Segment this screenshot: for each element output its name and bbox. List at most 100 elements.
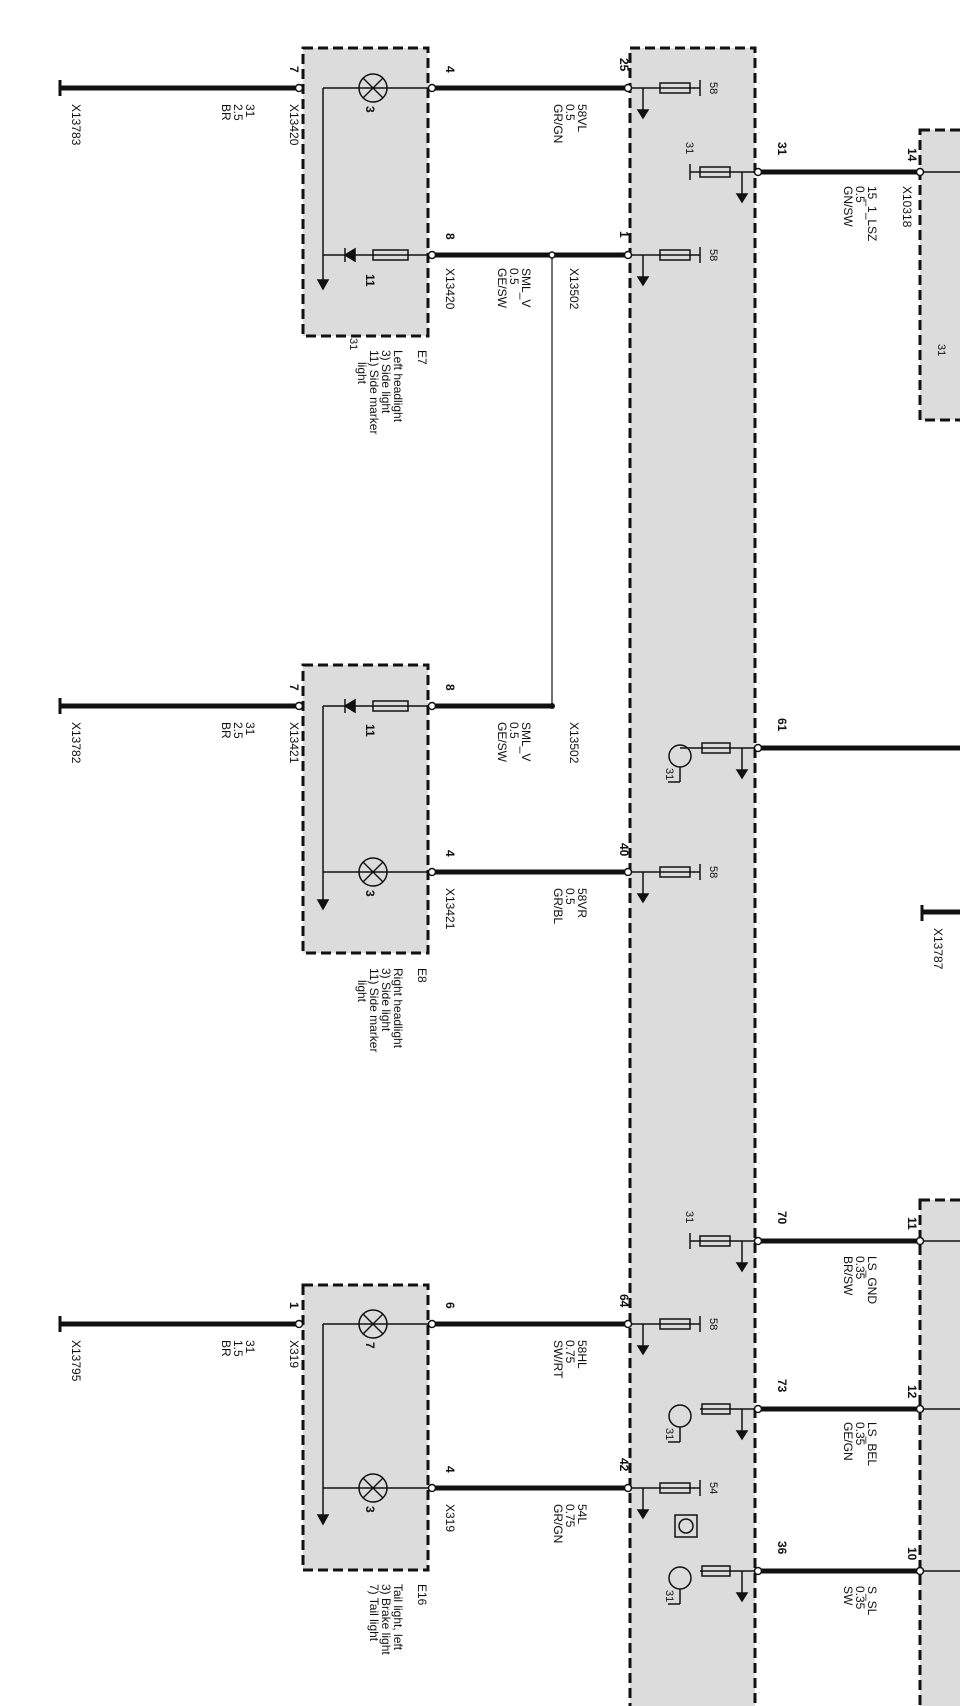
svg-text:X13420: X13420 xyxy=(443,268,457,310)
svg-text:40: 40 xyxy=(617,843,631,857)
svg-text:0.35: 0.35 xyxy=(853,1586,867,1610)
svg-text:0.75: 0.75 xyxy=(563,1340,577,1364)
svg-text:4: 4 xyxy=(443,66,457,73)
svg-text:0.35: 0.35 xyxy=(853,1256,867,1280)
svg-text:4: 4 xyxy=(443,1466,457,1473)
ground-wire-spec: 31 2.5 BR 31 2.5 BR 31 1.5 BR xyxy=(219,104,257,1357)
svg-text:X319: X319 xyxy=(443,1504,457,1532)
svg-text:SW: SW xyxy=(841,1586,855,1606)
e7-internals xyxy=(316,73,428,291)
signal-wires xyxy=(435,85,960,1574)
svg-text:0.5: 0.5 xyxy=(563,104,577,121)
e16-box xyxy=(301,1283,430,1572)
svg-text:10: 10 xyxy=(905,1547,919,1561)
svg-text:E7: E7 xyxy=(415,350,429,365)
svg-text:E8: E8 xyxy=(415,968,429,983)
svg-text:61: 61 xyxy=(775,718,789,732)
svg-text:14: 14 xyxy=(905,148,919,162)
svg-text:31: 31 xyxy=(683,1211,695,1223)
wire-specs: 58VL 0.5 GR/GN SML_V 0.5 GE/SW SML_V 0.5… xyxy=(495,104,879,1616)
svg-text:31: 31 xyxy=(935,344,947,356)
svg-text:8: 8 xyxy=(443,233,457,240)
svg-text:3: 3 xyxy=(363,1506,377,1513)
svg-text:7: 7 xyxy=(363,1342,377,1349)
svg-text:1: 1 xyxy=(617,231,631,238)
svg-text:42: 42 xyxy=(617,1458,631,1472)
svg-text:2.5: 2.5 xyxy=(231,104,245,121)
module-internals xyxy=(630,80,960,1605)
svg-text:GE/SW: GE/SW xyxy=(495,268,509,309)
e7-label: E7 Left headlight 3) Side light 11) Side… xyxy=(355,350,429,434)
svg-text:3) Side light: 3) Side light xyxy=(379,350,393,414)
svg-text:Left headlight: Left headlight xyxy=(391,350,405,423)
splice-dot xyxy=(548,251,556,259)
svg-text:GR/BL: GR/BL xyxy=(551,888,565,924)
svg-text:GE/GN: GE/GN xyxy=(841,1422,855,1461)
svg-text:Right headlight: Right headlight xyxy=(391,968,405,1049)
svg-text:31: 31 xyxy=(243,104,257,118)
svg-text:BR: BR xyxy=(219,1340,233,1357)
svg-text:S_SL: S_SL xyxy=(865,1586,879,1616)
svg-text:31: 31 xyxy=(663,1590,675,1602)
svg-text:E16: E16 xyxy=(415,1584,429,1606)
splice-dot xyxy=(549,703,555,709)
svg-text:GE/SW: GE/SW xyxy=(495,722,509,763)
svg-text:X13420: X13420 xyxy=(287,104,301,146)
svg-text:31: 31 xyxy=(663,768,675,780)
svg-text:11) Side marker: 11) Side marker xyxy=(367,350,381,434)
svg-text:31: 31 xyxy=(243,1340,257,1354)
control-module-box xyxy=(628,46,757,1706)
svg-text:11) Side marker: 11) Side marker xyxy=(367,968,381,1052)
svg-text:7: 7 xyxy=(287,684,301,691)
svg-text:GR/GN: GR/GN xyxy=(551,1504,565,1543)
svg-text:36: 36 xyxy=(775,1541,789,1555)
svg-text:70: 70 xyxy=(775,1211,789,1225)
svg-text:64: 64 xyxy=(617,1294,631,1308)
svg-text:SW/RT: SW/RT xyxy=(551,1340,565,1379)
svg-text:0.35: 0.35 xyxy=(853,1422,867,1446)
right-module-box-top xyxy=(918,128,960,422)
svg-text:1.5: 1.5 xyxy=(231,1340,245,1357)
svg-text:11: 11 xyxy=(363,274,377,287)
svg-text:12: 12 xyxy=(905,1385,919,1399)
ground-wires xyxy=(60,85,296,1327)
svg-text:0.5: 0.5 xyxy=(853,186,867,203)
ground-label: X13783 xyxy=(69,104,83,146)
e8-internals xyxy=(316,698,428,911)
terminals xyxy=(294,83,925,1576)
svg-text:1: 1 xyxy=(287,1302,301,1309)
svg-text:0.5: 0.5 xyxy=(563,888,577,905)
svg-text:X13502: X13502 xyxy=(567,722,581,764)
svg-text:2.5: 2.5 xyxy=(231,722,245,739)
e7-box xyxy=(301,46,430,338)
e16-internals xyxy=(316,1309,428,1526)
ground-label: X13795 xyxy=(69,1340,83,1382)
svg-text:31: 31 xyxy=(683,142,695,154)
svg-text:X13421: X13421 xyxy=(287,722,301,764)
right-module-box-bottom xyxy=(918,1198,960,1706)
svg-text:58: 58 xyxy=(707,249,719,261)
svg-text:58VR: 58VR xyxy=(575,888,589,918)
svg-text:BR: BR xyxy=(219,104,233,121)
e16-label: E16 Tail light, left 3) Brake light 7) T… xyxy=(367,1584,429,1655)
pin-numbers: 7 4 8 7 8 4 1 6 4 25 1 40 64 42 31 61 70… xyxy=(287,58,919,1561)
svg-text:3: 3 xyxy=(363,890,377,897)
element-numbers: 3 11 11 3 7 3 xyxy=(363,106,377,1513)
svg-text:X10318: X10318 xyxy=(900,186,914,228)
svg-text:BR/SW: BR/SW xyxy=(841,1256,855,1296)
svg-text:54L: 54L xyxy=(575,1504,589,1524)
e8-box xyxy=(301,663,430,955)
svg-text:0.75: 0.75 xyxy=(563,1504,577,1528)
svg-text:8: 8 xyxy=(443,684,457,691)
svg-text:25: 25 xyxy=(617,58,631,72)
svg-text:LS_BEL: LS_BEL xyxy=(865,1422,879,1466)
svg-text:31: 31 xyxy=(663,1428,675,1440)
svg-text:Tail light, left: Tail light, left xyxy=(391,1584,405,1651)
svg-text:58VL: 58VL xyxy=(575,104,589,132)
svg-text:7) Tail light: 7) Tail light xyxy=(367,1584,381,1642)
svg-text:31: 31 xyxy=(775,142,789,156)
svg-text:light: light xyxy=(355,980,369,1003)
svg-text:4: 4 xyxy=(443,850,457,857)
svg-text:X319: X319 xyxy=(287,1340,301,1368)
svg-text:GR/GN: GR/GN xyxy=(551,104,565,143)
